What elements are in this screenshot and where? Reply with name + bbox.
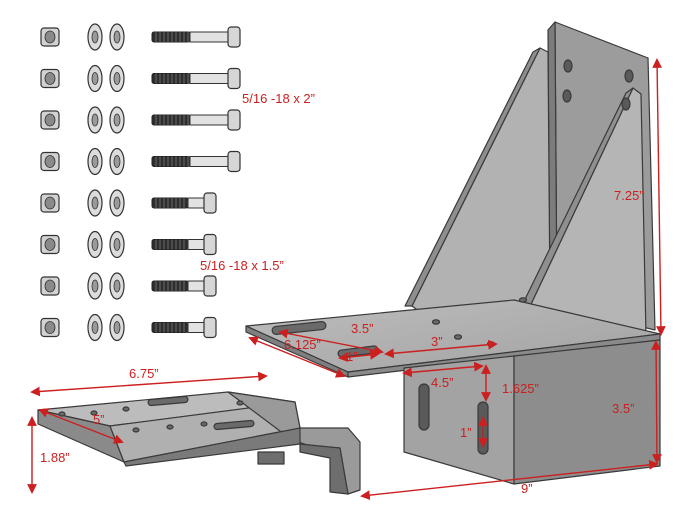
label-hole-small: 1” [346,349,358,364]
label-bolt-short: 5/16 -18 x 1.5” [200,258,284,273]
label-bolt-long: 5/16 -18 x 2” [242,91,315,106]
bolt-head [227,150,241,173]
label-slot-length: 3.5” [351,321,373,336]
bolt-head [203,316,217,339]
label-second-length: 6.75” [129,366,159,381]
bolt-shank [187,239,205,250]
bolt-shank [187,197,205,209]
bolt-head [203,275,217,297]
label-drop: 1.625” [502,381,539,396]
label-side-height: 3.5” [612,401,634,416]
bolt-head [203,233,217,256]
bolt-head [227,67,241,90]
bolt-thread [151,197,189,209]
bolt-shank [189,31,229,43]
label-offset: 4.5” [431,375,453,390]
bolt-thread [151,280,189,292]
second-bracket [37,391,361,495]
label-hole-spacing: 3” [431,334,443,349]
bolt-shank [189,114,229,126]
bolt-thread [151,239,189,250]
bolt-shank [189,73,229,84]
label-height-total: 7.25” [614,188,644,203]
label-plate-width: 6.125” [284,337,321,352]
label-depth: 9” [521,481,533,496]
bolt-head [227,109,241,131]
bolt-shank [189,156,229,167]
dimension-lines [27,58,666,501]
bolt-head [227,26,241,48]
bolt-shank [187,280,205,292]
label-slot-height: 1” [460,425,472,440]
label-second-height: 1.88” [40,450,70,465]
hardware-kit [40,23,241,342]
label-second-width: 5” [93,412,105,427]
bolt-thread [151,322,189,333]
bolt-shank [187,322,205,333]
dimension-labels: 5/16 -18 x 2” 5/16 -18 x 1.5” 7.25” 3.5”… [40,91,644,496]
bolt-head [203,192,217,214]
back-gusset [411,47,551,313]
